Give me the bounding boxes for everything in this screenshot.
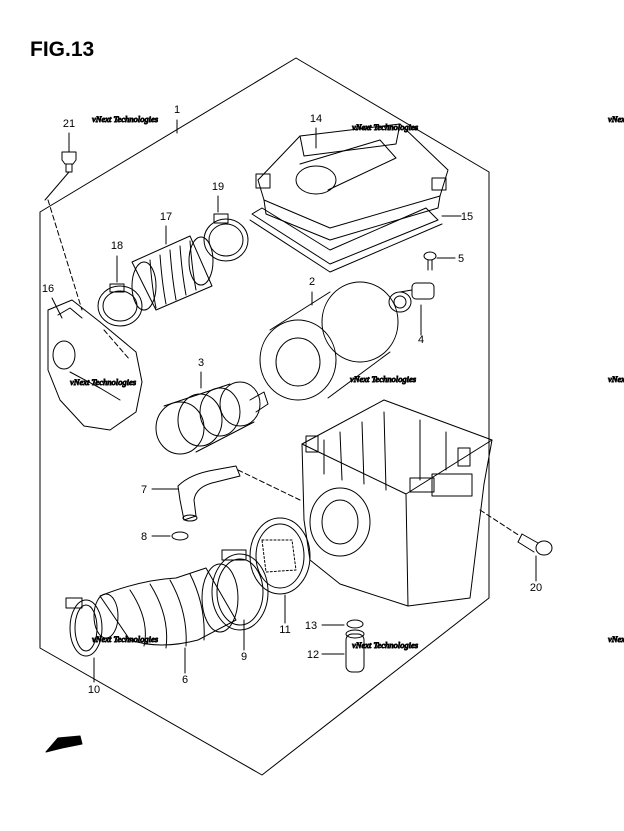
part-16-duct-cover xyxy=(47,199,143,431)
callout-15: 15 xyxy=(461,211,473,223)
part-10-clamp xyxy=(65,597,103,657)
callout-9: 9 xyxy=(241,651,247,663)
part-11-mesh-screen xyxy=(249,517,311,595)
callout-12: 12 xyxy=(307,649,319,661)
watermark-5: vNext Technologies xyxy=(92,634,159,644)
watermark-1: vNext Technologies xyxy=(92,114,159,124)
watermark-3: vNext Technologies xyxy=(70,377,137,387)
callout-6: 6 xyxy=(182,674,188,686)
callout-3: 3 xyxy=(198,357,204,369)
watermark-9: vNext Technologies xyxy=(608,634,624,644)
callout-20: 20 xyxy=(530,582,542,594)
air-box-case xyxy=(301,399,493,607)
part-15-gasket xyxy=(249,207,443,273)
part-20-bolt xyxy=(479,509,553,556)
watermark-group: vNext Technologies vNext Technologies vN… xyxy=(70,114,624,651)
part-6-intake-duct xyxy=(93,563,239,649)
callout-1: 1 xyxy=(174,104,180,116)
part-2-filter-element xyxy=(259,281,399,401)
callout-7: 7 xyxy=(141,484,147,496)
part-9-clamp xyxy=(211,549,269,631)
part-3-filter-cage xyxy=(155,381,269,455)
part-12-drain-cap xyxy=(345,629,365,673)
callout-2: 2 xyxy=(309,276,315,288)
leader-line-16 xyxy=(51,297,63,319)
part-21-screw xyxy=(44,151,77,201)
callout-4: 4 xyxy=(418,334,424,346)
part-4-drain-fitting xyxy=(388,282,435,313)
watermark-7: vNext Technologies xyxy=(608,114,624,124)
watermark-6: vNext Technologies xyxy=(352,640,419,650)
part-17-bellows-hose xyxy=(131,235,214,311)
callout-14: 14 xyxy=(310,113,322,125)
callout-16: 16 xyxy=(42,283,54,295)
callout-11: 11 xyxy=(279,624,290,636)
fwd-arrow-icon: FWD xyxy=(45,735,83,753)
part-13-drain-clip xyxy=(346,619,364,629)
callout-13: 13 xyxy=(305,620,317,632)
part-8-clip xyxy=(171,531,189,541)
part-18-clamp xyxy=(97,283,143,327)
part-14-cover xyxy=(255,123,449,241)
watermark-2: vNext Technologies xyxy=(352,122,419,132)
fwd-label: FWD xyxy=(62,741,76,747)
watermark-8: vNext Technologies xyxy=(608,374,624,384)
figure-title: FIG.13 xyxy=(30,38,95,61)
part-5-screw xyxy=(423,251,437,271)
callout-10: 10 xyxy=(88,684,100,696)
callout-18: 18 xyxy=(111,240,123,252)
watermark-4: vNext Technologies xyxy=(350,374,417,384)
callout-8: 8 xyxy=(141,531,147,543)
callout-5: 5 xyxy=(458,253,464,265)
part-7-hose xyxy=(177,465,301,522)
callout-21: 21 xyxy=(63,118,75,130)
callout-19: 19 xyxy=(212,181,224,193)
callout-17: 17 xyxy=(160,211,172,223)
part-19-clamp xyxy=(203,213,249,262)
assembly-border xyxy=(39,57,490,776)
